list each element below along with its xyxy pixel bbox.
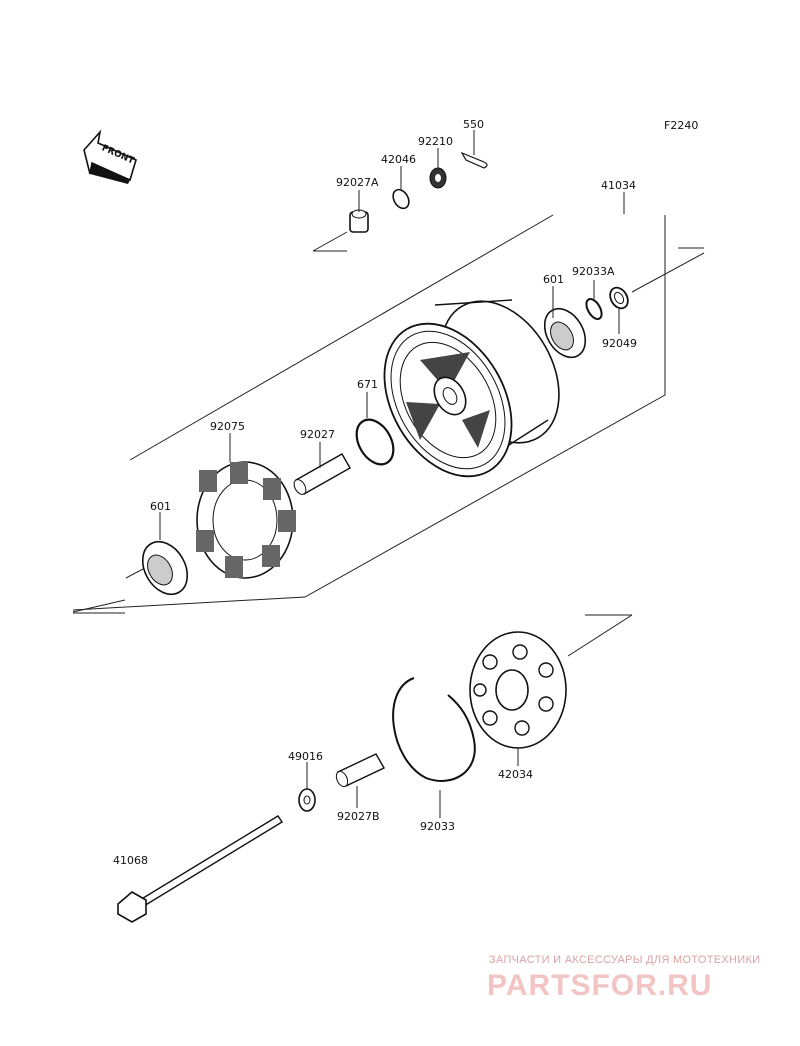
diagram-code: F2240 xyxy=(664,119,698,132)
part-601-bearing-top xyxy=(543,307,587,359)
label-550: 550 xyxy=(463,118,484,131)
label-41068: 41068 xyxy=(113,854,148,867)
watermark-subtitle: ЗАПЧАСТИ И АКСЕССУАРЫ ДЛЯ МОТОТЕХНИКИ xyxy=(489,954,760,966)
axis-line-left xyxy=(125,567,146,579)
wheel-rim xyxy=(383,299,560,478)
label-92075: 92075 xyxy=(210,420,245,433)
label-671: 671 xyxy=(357,378,378,391)
part-671-o-ring xyxy=(355,418,395,466)
part-92027B-collar xyxy=(335,753,385,788)
part-92033A-circlip xyxy=(585,298,603,320)
part-42034-coupling xyxy=(469,631,567,749)
label-42046: 42046 xyxy=(381,153,416,166)
part-92033-circlip xyxy=(392,677,476,782)
part-92027A-collar xyxy=(349,209,369,233)
axis-line-top-right xyxy=(631,252,705,293)
part-601-bearing-left xyxy=(141,540,189,596)
label-92027B: 92027B xyxy=(337,810,380,823)
assembly-frame xyxy=(72,214,704,614)
leader-lines xyxy=(159,130,625,818)
label-92027A: 92027A xyxy=(336,176,379,189)
label-92033: 92033 xyxy=(420,820,455,833)
watermark-brand: PARTSFOR.RU xyxy=(487,969,712,1002)
label-92049: 92049 xyxy=(602,337,637,350)
label-601-top: 601 xyxy=(543,273,564,286)
label-92027: 92027 xyxy=(300,428,335,441)
part-92027-collar xyxy=(293,453,351,495)
watermark: ЗАПЧАСТИ И АКСЕССУАРЫ ДЛЯ МОТОТЕХНИКИ PA… xyxy=(487,954,760,1002)
label-601-left: 601 xyxy=(150,500,171,513)
part-49016-washer xyxy=(298,788,316,812)
label-42034: 42034 xyxy=(498,768,533,781)
front-arrow-icon: FRONT xyxy=(83,129,137,184)
part-92210-nut xyxy=(429,167,447,189)
part-41068-axle xyxy=(117,815,283,923)
label-41034: 41034 xyxy=(601,179,636,192)
part-92049-oil-seal xyxy=(609,286,629,310)
part-42046-washer xyxy=(392,188,410,210)
label-92210: 92210 xyxy=(418,135,453,148)
axis-line-top-left xyxy=(312,231,348,252)
label-49016: 49016 xyxy=(288,750,323,763)
part-92075-damper xyxy=(196,461,296,579)
axis-line-bottom-right xyxy=(567,614,633,657)
label-92033A: 92033A xyxy=(572,265,615,278)
part-550-cotter-pin xyxy=(460,151,488,169)
